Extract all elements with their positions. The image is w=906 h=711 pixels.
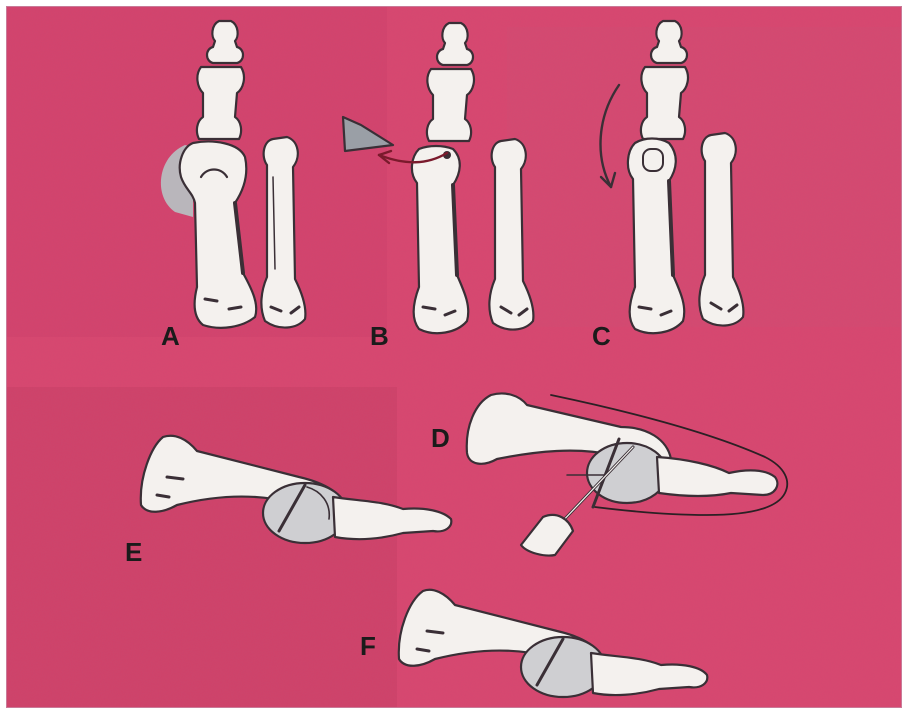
panel-label-a: A	[161, 323, 180, 349]
panel-label-c: C	[592, 323, 611, 349]
panel-label-d: D	[431, 425, 450, 451]
illustration	[7, 7, 901, 707]
panel-label-e: E	[125, 539, 142, 565]
figure-frame: A B C D E F	[6, 6, 902, 708]
panel-label-f: F	[360, 633, 376, 659]
panel-label-b: B	[370, 323, 389, 349]
